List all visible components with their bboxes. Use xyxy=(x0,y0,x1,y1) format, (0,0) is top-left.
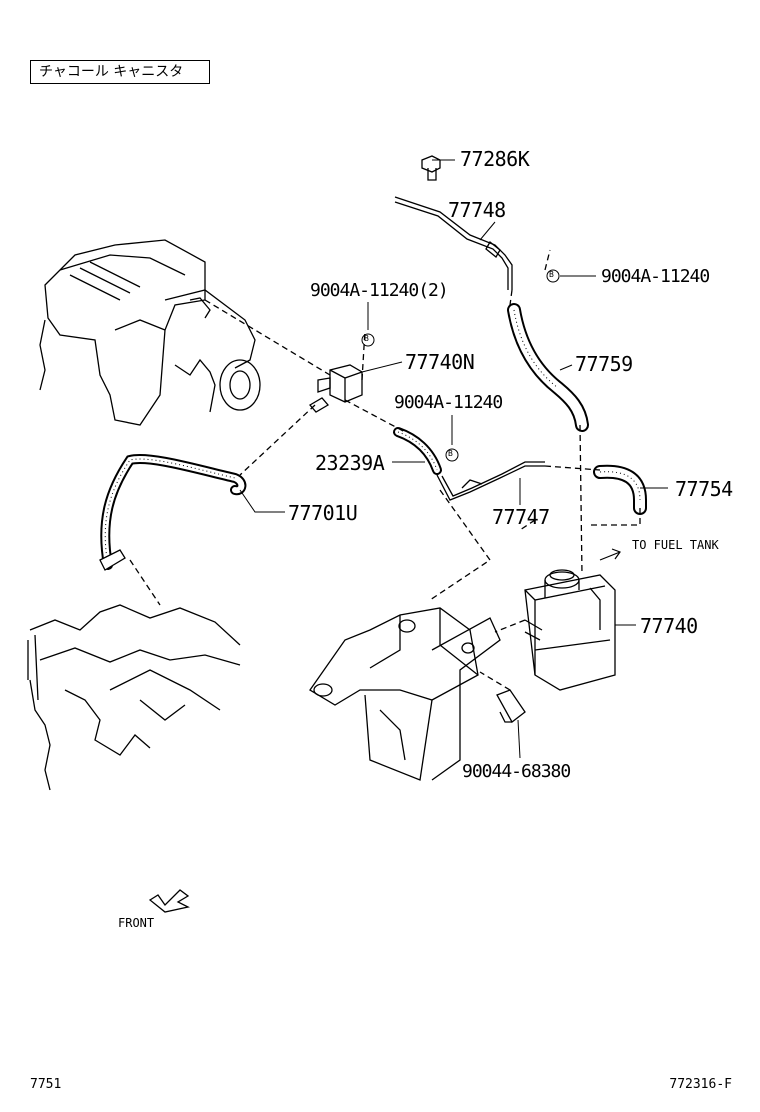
clip-marker-b: B xyxy=(448,449,453,458)
chassis-outline xyxy=(27,604,241,791)
hose-23239a xyxy=(393,427,442,475)
engine-outline xyxy=(39,239,261,426)
footer-right-code: 772316-F xyxy=(669,1077,732,1092)
dashed-guide-lines xyxy=(129,249,641,691)
to-fuel-tank-note: TO FUEL TANK xyxy=(632,538,719,552)
clip-marker-b: B xyxy=(364,334,369,343)
part-label-77748[interactable]: 77748 xyxy=(448,198,506,222)
pipe-77747 xyxy=(436,461,545,501)
clip-77286k xyxy=(421,155,441,181)
part-label-23239a[interactable]: 23239A xyxy=(315,451,385,475)
part-label-77754[interactable]: 77754 xyxy=(675,477,733,501)
footer-left-code: 7751 xyxy=(30,1077,62,1092)
part-label-90044-68380[interactable]: 90044-68380 xyxy=(462,761,571,782)
part-label-77286k[interactable]: 77286K xyxy=(460,147,530,171)
part-label-77701u[interactable]: 77701U xyxy=(288,501,358,525)
bracket xyxy=(309,607,501,781)
front-arrow xyxy=(148,889,190,913)
part-label-77740n[interactable]: 77740N xyxy=(405,350,475,374)
vsv-valve-77740n xyxy=(308,364,363,413)
canister-77740 xyxy=(524,569,616,691)
part-label-9004a-11240-mid[interactable]: 9004A-11240 xyxy=(394,392,503,413)
part-label-77759[interactable]: 77759 xyxy=(575,352,633,376)
bolt-90044-68380 xyxy=(496,689,526,723)
pipe-77748 xyxy=(394,196,513,290)
part-label-77747[interactable]: 77747 xyxy=(492,505,550,529)
front-label: FRONT xyxy=(118,916,155,930)
page-title: チャコール キャニスタ xyxy=(30,60,210,84)
part-label-9004a-11240-top[interactable]: 9004A-11240 xyxy=(601,266,710,287)
part-label-77740[interactable]: 77740 xyxy=(640,614,698,638)
clip-marker-b: B xyxy=(549,270,554,279)
part-label-9004a-11240-2[interactable]: 9004A-11240(2) xyxy=(310,280,449,301)
leader-lines xyxy=(239,159,668,759)
fuel-tank-arrow xyxy=(599,548,621,561)
clip-markers xyxy=(361,269,560,462)
